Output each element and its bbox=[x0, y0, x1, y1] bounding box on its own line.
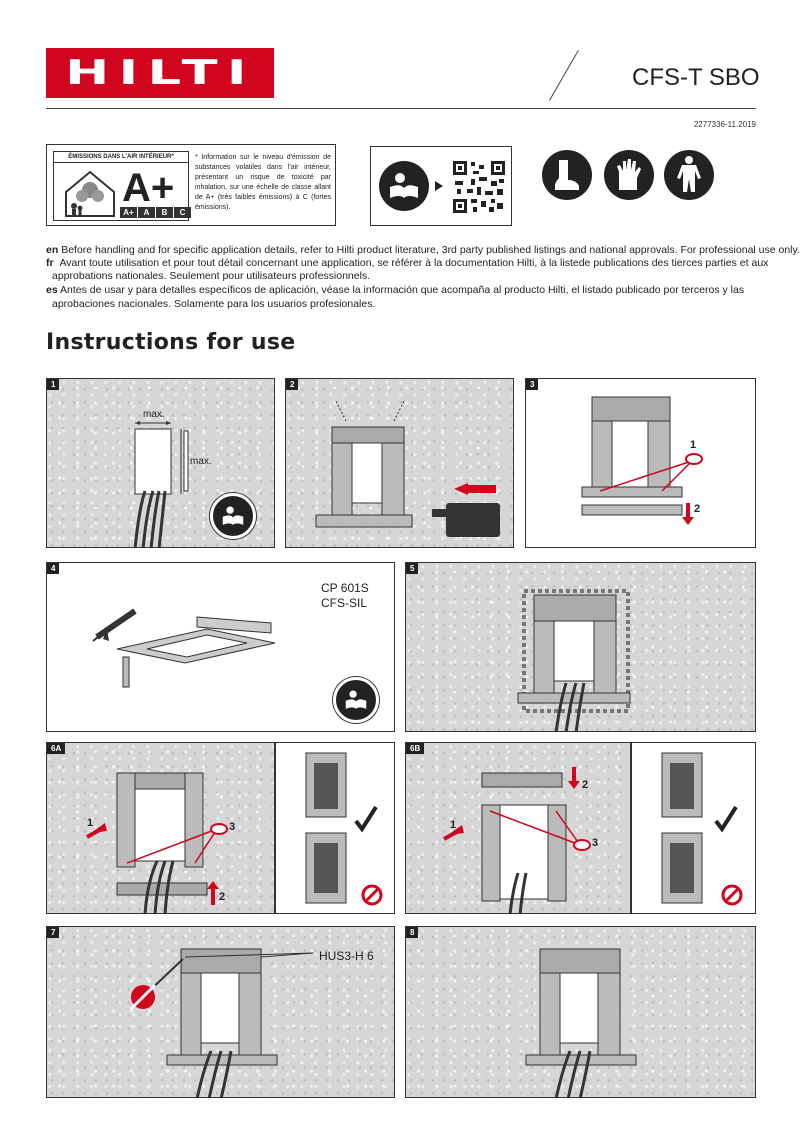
callout-1: 1 bbox=[87, 817, 94, 829]
disclaimer-text: Antes de usar y para detalles específico… bbox=[60, 284, 745, 296]
step-6b-result-panel bbox=[631, 742, 756, 914]
emissions-badge: ÉMISSIONS DANS L'AIR INTÉRIEUR* A+ A+ A … bbox=[53, 151, 191, 221]
qr-code-icon[interactable] bbox=[451, 159, 507, 215]
lang-code: fr bbox=[46, 257, 54, 269]
step-number: 7 bbox=[47, 927, 60, 938]
hilti-logo: HILTI bbox=[46, 48, 274, 98]
protective-suit-icon bbox=[664, 150, 714, 200]
product-cfs-sil: CFS-SIL bbox=[321, 596, 368, 610]
emissions-grade: A+ bbox=[122, 166, 175, 210]
step-3-panel: 3 1 2 bbox=[525, 378, 756, 548]
read-manual-icon bbox=[333, 677, 379, 723]
disclaimer-fr-cont: approbations nationales. Seulement pour … bbox=[52, 270, 371, 282]
house-icon bbox=[65, 170, 115, 217]
step-8-panel: 8 bbox=[405, 926, 756, 1098]
brand-text: HILTI bbox=[64, 53, 256, 93]
step-6a-panel: 6A 1 2 3 bbox=[46, 742, 275, 914]
step-number: 2 bbox=[286, 379, 299, 390]
emissions-note: * Information sur le niveau d'émission d… bbox=[195, 154, 331, 211]
callout-2: 2 bbox=[582, 779, 589, 791]
emissions-label: ÉMISSIONS DANS L'AIR INTÉRIEUR* A+ A+ A … bbox=[46, 144, 336, 226]
scale-b: B bbox=[156, 207, 173, 218]
emissions-scale: A+ A B C bbox=[120, 207, 191, 218]
step-number: 6A bbox=[47, 743, 66, 754]
step-number: 3 bbox=[526, 379, 539, 390]
disclaimer-fr: fr Avant toute utilisation et pour tout … bbox=[46, 257, 768, 270]
callout-1: 1 bbox=[450, 819, 457, 831]
scale-c: C bbox=[174, 207, 191, 218]
disclaimer-es: es Antes de usar y para detalles específ… bbox=[46, 284, 744, 297]
step-number: 5 bbox=[406, 563, 419, 574]
step-number: 8 bbox=[406, 927, 419, 938]
step-7-panel: 7 HUS3-H 6 bbox=[46, 926, 395, 1098]
lang-code: es bbox=[46, 284, 58, 296]
step-4-panel: 4 CP 601S CFS-SIL bbox=[46, 562, 395, 732]
disclaimer-en: en Before handling and for specific appl… bbox=[46, 244, 800, 257]
callout-2: 2 bbox=[694, 503, 701, 515]
disclaimer-text: Avant toute utilisation et pour tout dét… bbox=[59, 257, 769, 269]
step-6b-panel: 6B 1 2 3 bbox=[405, 742, 631, 914]
read-manual-icon bbox=[379, 161, 429, 211]
step-number: 6B bbox=[406, 743, 425, 754]
step-number: 4 bbox=[47, 563, 60, 574]
safety-boots-icon bbox=[542, 150, 592, 200]
product-cp601s: CP 601S bbox=[321, 581, 369, 595]
arrow-icon bbox=[435, 181, 443, 191]
read-manual-box bbox=[370, 146, 512, 226]
step-number: 1 bbox=[47, 379, 60, 390]
max-height-label: max. bbox=[190, 456, 212, 467]
disclaimer-text: Before handling and for specific applica… bbox=[61, 244, 800, 256]
safety-gloves-icon bbox=[604, 150, 654, 200]
step-6a-result-panel bbox=[275, 742, 395, 914]
product-name: CFS-T SBO bbox=[632, 64, 760, 91]
scale-a: A bbox=[138, 207, 155, 218]
document-number: 2277336-11.2019 bbox=[693, 120, 756, 129]
callout-3: 3 bbox=[592, 837, 599, 849]
step-5-panel: 5 bbox=[405, 562, 756, 732]
read-manual-icon bbox=[210, 493, 256, 539]
disclaimer-es-cont: aprobaciones nacionales. Solamente para … bbox=[52, 298, 376, 310]
header-rule bbox=[46, 108, 756, 109]
header-slash bbox=[549, 50, 579, 101]
emissions-title: ÉMISSIONS DANS L'AIR INTÉRIEUR* bbox=[54, 152, 188, 163]
instructions-heading: Instructions for use bbox=[46, 330, 296, 355]
max-width-label: max. bbox=[143, 409, 165, 420]
lang-code: en bbox=[46, 244, 59, 256]
anchor-label: HUS3-H 6 bbox=[319, 949, 374, 963]
callout-1: 1 bbox=[690, 439, 697, 451]
step-2-panel: 2 bbox=[285, 378, 514, 548]
step-1-panel: 1 max. max. bbox=[46, 378, 275, 548]
callout-3: 3 bbox=[229, 821, 236, 833]
scale-a-plus: A+ bbox=[120, 207, 137, 218]
callout-2: 2 bbox=[219, 891, 226, 903]
